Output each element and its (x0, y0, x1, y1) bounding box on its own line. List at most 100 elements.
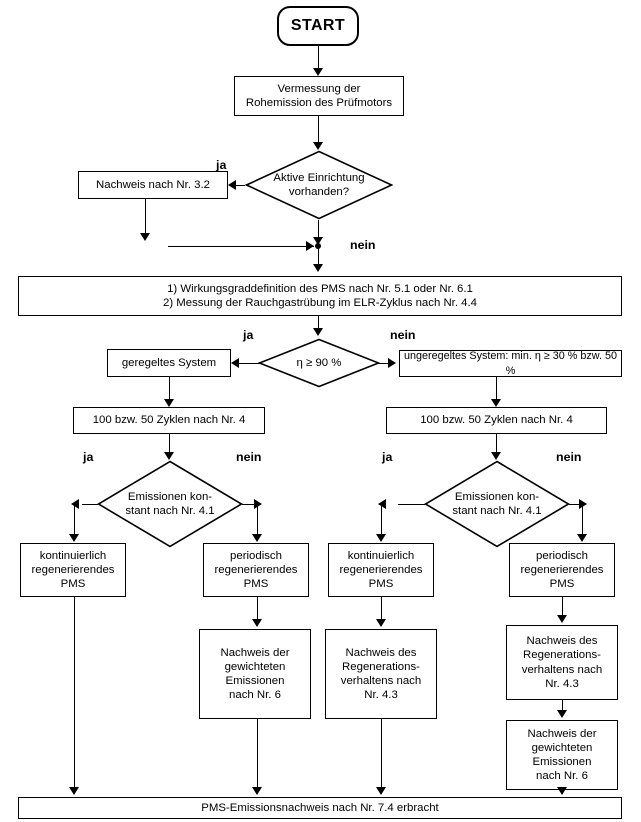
edge-nachweis-regeneration-2-to-gewichtet (562, 700, 563, 714)
node-nachweis-gewichtet-2[interactable]: Nachweis der gewichteten Emissionen nach… (506, 720, 618, 790)
node-nachweis-gewichtet-1-line4: nach Nr. 6 (229, 689, 281, 702)
edge-geregeltes-to-zyklen-left (169, 377, 170, 403)
node-emissionen-konstant-left-line2: stant nach Nr. 4.1 (125, 505, 215, 517)
arrowhead-start-to-vermessung (313, 68, 323, 76)
edge-label-ja-em-left: ja (83, 450, 94, 464)
edge-merge-to-wirkungsgrad (318, 248, 319, 270)
decision-diamond-shape-em-right (424, 460, 570, 548)
arrowhead-geregeltes-to-zyklen-left (164, 399, 174, 407)
node-pms-kontinuierlich-1-line2: regenerierendes (31, 563, 115, 576)
node-wirkungsgrad[interactable]: 1) Wirkungsgraddefinition des PMS nach N… (18, 276, 622, 316)
arrowhead-nachweis32-to-merge (306, 241, 314, 251)
arrowhead-em-left-ja-down (69, 534, 79, 542)
node-nachweis-regeneration-1[interactable]: Nachweis des Regenerations- verhaltens n… (325, 629, 437, 719)
node-emissionen-konstant-left[interactable]: Emissionen kon- stant nach Nr. 4.1 (97, 460, 243, 548)
arrowhead-eta-nein (388, 358, 396, 368)
edge-nachweis-gewichtet-1-to-ende (257, 719, 258, 791)
node-nachweis-gewichtet-2-line4: nach Nr. 6 (536, 770, 588, 783)
edge-nachweis32-to-merge (168, 246, 314, 247)
node-nachweis-regeneration-2-line4: Nr. 4.3 (545, 677, 579, 690)
node-aktive-einrichtung-line2: vorhanden? (288, 186, 350, 198)
node-nachweis-gewichtet-1[interactable]: Nachweis der gewichteten Emissionen nach… (199, 629, 311, 719)
arrowhead-em-right-nein-down (577, 534, 587, 542)
arrowhead-zyklen-right-to-decision (491, 452, 501, 460)
arrowhead-nachweis-regeneration-1-to-ende (376, 787, 386, 795)
edge-label-nein-em-left: nein (236, 450, 262, 464)
arrowhead-em-right-ja-down (376, 534, 386, 542)
edge-label-ja-eta: ja (243, 328, 254, 342)
node-pms-periodisch-2-line3: PMS (549, 578, 575, 591)
node-pms-kontinuierlich-2-line3: PMS (368, 578, 394, 591)
node-emissionen-konstant-right-line1: Emissionen kon- (454, 490, 540, 503)
arrowhead-em-left-ja (71, 499, 79, 509)
node-emissionen-konstant-right[interactable]: Emissionen kon- stant nach Nr. 4.1 (424, 460, 570, 548)
node-nachweis-32-label: Nachweis nach Nr. 3.2 (96, 178, 210, 191)
node-nachweis-gewichtet-1-line2: gewichteten (224, 660, 286, 673)
node-pms-kontinuierlich-2[interactable]: kontinuierlich regenerierendes PMS (328, 543, 434, 597)
arrowhead-em-left-nein-down (252, 534, 262, 542)
node-pms-periodisch-2-line1: periodisch (536, 549, 588, 562)
edge-nachweis-regeneration-1-to-ende (381, 719, 382, 791)
node-vermessung-line1: Vermessung der (277, 82, 361, 95)
node-emissionen-konstant-right-line2: stant nach Nr. 4.1 (452, 505, 542, 517)
edge-em-right-nein (569, 504, 581, 505)
node-pms-kontinuierlich-2-line2: regenerierendes (339, 563, 423, 576)
arrowhead-pms-per-2-to-nachweis (557, 615, 567, 623)
node-start[interactable]: START (277, 6, 359, 46)
arrowhead-ungeregeltes-to-zyklen-right (491, 399, 501, 407)
edge-label-ja-em-right: ja (382, 450, 393, 464)
node-nachweis-32[interactable]: Nachweis nach Nr. 3.2 (78, 171, 228, 199)
node-zyklen-right[interactable]: 100 bzw. 50 Zyklen nach Nr. 4 (386, 407, 607, 434)
node-zyklen-left[interactable]: 100 bzw. 50 Zyklen nach Nr. 4 (73, 407, 265, 434)
node-vermessung-line2: Rohemission des Prüfmotors (245, 97, 393, 109)
edge-eta-nein (378, 363, 390, 364)
node-nachweis-regeneration-2-line3: verhaltens nach (521, 663, 603, 676)
node-nachweis-regeneration-1-line4: Nr. 4.3 (364, 689, 398, 702)
node-nachweis-regeneration-2[interactable]: Nachweis des Regenerations- verhaltens n… (506, 625, 618, 700)
node-wirkungsgrad-line2: 2) Messung der Rauchgastrübung im ELR-Zy… (162, 297, 478, 309)
node-pms-kontinuierlich-1[interactable]: kontinuierlich regenerierendes PMS (20, 543, 126, 597)
node-nachweis-gewichtet-2-line3: Emissionen (532, 756, 592, 768)
arrowhead-em-right-nein (579, 499, 587, 509)
node-nachweis-regeneration-1-line2: Regenerations- (342, 660, 420, 673)
node-geregeltes-system[interactable]: geregeltes System (107, 349, 231, 377)
node-nachweis-regeneration-2-line2: Regenerations- (523, 649, 601, 662)
edge-pms-per-2-to-nachweis (562, 597, 563, 619)
node-eta-decision[interactable]: η ≥ 90 % (258, 338, 380, 388)
arrowhead-zyklen-left-to-decision (164, 452, 174, 460)
node-pms-periodisch-1-line2: regenerierendes (214, 563, 298, 576)
node-zyklen-right-label: 100 bzw. 50 Zyklen nach Nr. 4 (420, 414, 573, 427)
arrowhead-pms-per-1-to-nachweis (252, 619, 262, 627)
node-vermessung[interactable]: Vermessung der Rohemission des Prüfmotor… (234, 76, 404, 116)
edge-pms-kont-2-to-nachweis (381, 597, 382, 623)
node-pms-periodisch-1[interactable]: periodisch regenerierendes PMS (203, 543, 309, 597)
node-eta-decision-label: η ≥ 90 % (296, 356, 342, 369)
arrowhead-nachweis32-down (140, 233, 150, 241)
node-nachweis-gewichtet-1-line3: Emissionen (225, 675, 285, 687)
node-nachweis-regeneration-1-line1: Nachweis des (345, 646, 417, 659)
arrowhead-wirkungsgrad-to-eta (313, 328, 323, 336)
node-ungeregeltes-system[interactable]: ungeregeltes System: min. η ≥ 30 % bzw. … (399, 350, 622, 377)
node-pms-periodisch-1-line1: periodisch (230, 549, 282, 562)
edge-ungeregeltes-to-zyklen-right (496, 377, 497, 403)
edge-em-right-ja-down (381, 504, 382, 538)
merge-junction-dot (315, 243, 321, 249)
arrowhead-aktive-nein (313, 237, 323, 245)
edge-vermessung-to-aktive (318, 116, 319, 146)
arrowhead-merge-to-wirkungsgrad (313, 264, 323, 272)
arrowhead-em-right-ja (378, 499, 386, 509)
node-pms-periodisch-2[interactable]: periodisch regenerierendes PMS (509, 543, 615, 597)
node-pms-kontinuierlich-1-line3: PMS (60, 578, 86, 591)
edge-label-nein-em-right: nein (556, 450, 582, 464)
arrowhead-vermessung-to-aktive (313, 142, 323, 150)
edge-zyklen-right-to-decision (496, 434, 497, 458)
node-nachweis-regeneration-1-line3: verhaltens nach (340, 675, 422, 687)
edge-em-right-ja (398, 504, 425, 505)
node-ende[interactable]: PMS-Emissionsnachweis nach Nr. 7.4 erbra… (18, 797, 622, 819)
node-aktive-einrichtung[interactable]: Aktive Einrichtung vorhanden? (245, 150, 393, 220)
edge-em-left-ja-down (74, 504, 75, 538)
edge-aktive-nein (318, 220, 319, 242)
decision-diamond-shape-em-left (97, 460, 243, 548)
edge-wirkungsgrad-to-eta (318, 316, 319, 332)
